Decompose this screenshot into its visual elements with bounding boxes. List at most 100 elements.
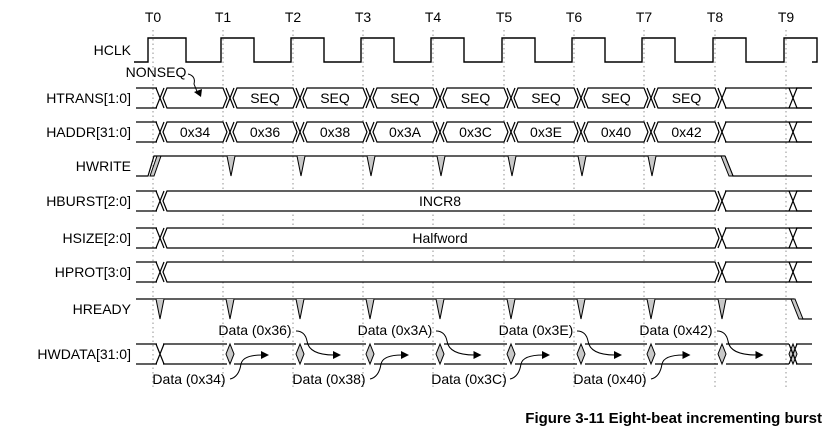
haddr-value-3: 0x3A: [389, 124, 422, 140]
tick-label-T5: T5: [496, 9, 513, 25]
hwdata-cross-7: [646, 342, 656, 366]
hwrite-wave: [136, 155, 812, 177]
hwrite-dip-3: [366, 155, 376, 177]
hprot-tail-end: [796, 261, 812, 283]
hwdata-segment-8: [726, 343, 789, 365]
hsize-cross-8: [717, 227, 727, 249]
haddr-cross-start: [155, 121, 165, 143]
hburst-wave: [136, 190, 812, 212]
hwdata-cross-start: [155, 343, 165, 365]
hwdata-top-arrow-2: [576, 330, 616, 356]
hburst-tail-end: [796, 190, 812, 212]
haddr-value-0: 0x34: [180, 124, 211, 140]
haddr-segment-1: [232, 121, 298, 143]
hready-dip-4: [435, 298, 445, 320]
htrans-value-2: SEQ: [320, 90, 350, 106]
haddr-tail-end: [796, 121, 812, 143]
hwdata-idle: [163, 343, 227, 365]
hwdata-top-arrow-0: [295, 330, 335, 356]
haddr-cross-5: [506, 121, 516, 143]
hready-dip-3: [365, 298, 375, 320]
haddr-value-4: 0x3C: [459, 124, 492, 140]
hburst-tail: [725, 190, 812, 212]
haddr-cross-6: [576, 121, 586, 143]
htrans-cross-8: [717, 87, 727, 109]
signal-label-hready: HREADY: [73, 301, 132, 317]
signal-label-hwrite: HWRITE: [76, 158, 131, 174]
hsize-left-stub: [136, 227, 157, 249]
htrans-value-4: SEQ: [461, 90, 491, 106]
tick-label-T6: T6: [566, 9, 583, 25]
htrans-segment-6: [583, 87, 649, 109]
hwdata-top-arrowhead-2: [614, 351, 622, 359]
haddr-wave: [136, 121, 812, 143]
haddr-segment-7: [653, 121, 720, 143]
hprot-cross-end: [788, 261, 798, 283]
hburst-cross-end: [788, 190, 798, 212]
haddr-cross-end: [788, 121, 798, 143]
hwdata-wave: [136, 342, 812, 366]
htrans-cross-2: [295, 87, 305, 109]
hwdata-cross-8: [717, 342, 727, 366]
hwdata-segment-6: [585, 343, 647, 365]
haddr-cross-8: [717, 121, 727, 143]
tick-label-T9: T9: [778, 9, 795, 25]
haddr-segment-0: [162, 121, 228, 143]
hready-dip-8: [717, 298, 727, 320]
hprot-wave: [136, 261, 812, 283]
htrans-value-5: SEQ: [531, 90, 561, 106]
signal-label-hprot: HPROT[3:0]: [55, 264, 131, 280]
htrans-tail: [725, 87, 812, 109]
htrans-value-1: SEQ: [250, 90, 280, 106]
hburst-value: INCR8: [419, 193, 461, 209]
hwrite-dip-5: [507, 155, 517, 177]
tick-label-T1: T1: [215, 9, 232, 25]
hwdata-segment-5: [515, 343, 577, 365]
signal-label-hburst: HBURST[2:0]: [46, 193, 131, 209]
hready-dip-1: [225, 298, 235, 320]
hwdata-cross-6: [576, 342, 586, 366]
signal-waveforms: [134, 37, 818, 366]
hwdata-bottom-arrowhead-1: [401, 351, 409, 359]
hburst-segment: [162, 190, 720, 212]
hwdata-top-arrowhead-0: [333, 351, 341, 359]
hwdata-tail-end: [796, 343, 812, 365]
hwdata-top-label-3: Data (0x42): [639, 322, 712, 338]
nonseq-arrowhead: [194, 89, 202, 97]
hwrite-dip-1: [226, 155, 236, 177]
hsize-value: Halfword: [412, 230, 467, 246]
htrans-segment-5: [513, 87, 579, 109]
tick-label-T4: T4: [425, 9, 442, 25]
haddr-segment-4: [442, 121, 509, 143]
haddr-cross-4: [435, 121, 445, 143]
hready-dip-7: [646, 298, 656, 320]
signal-label-hclk: HCLK: [94, 42, 132, 58]
htrans-cross-end: [788, 87, 798, 109]
haddr-value-7: 0x42: [671, 124, 702, 140]
hready-wave: [136, 298, 812, 320]
hprot-tail: [725, 261, 812, 283]
htrans-cross-4: [435, 87, 445, 109]
hwdata-bottom-label-1: Data (0x38): [292, 371, 365, 387]
hwrite-fall: [724, 155, 812, 177]
hwdata-segment-2: [304, 343, 366, 365]
haddr-value-6: 0x40: [601, 124, 632, 140]
hready-dip-5: [506, 298, 516, 320]
hprot-left-stub: [136, 261, 157, 283]
hwdata-bottom-label-0: Data (0x34): [152, 371, 225, 387]
htrans-cross-7: [646, 87, 656, 109]
hsize-cross-start: [155, 227, 165, 249]
hwdata-bottom-label-2: Data (0x3C): [431, 371, 506, 387]
htrans-value-7: SEQ: [672, 90, 702, 106]
hwdata-left-stub: [136, 343, 157, 365]
htrans-cross-5: [506, 87, 516, 109]
hready-dip-2: [295, 298, 305, 320]
hready-dip-6: [576, 298, 586, 320]
htrans-tail-end: [796, 87, 812, 109]
hwdata-bottom-arrowhead-2: [542, 351, 550, 359]
hwdata-bottom-arrow-1: [369, 354, 403, 380]
hwdata-cross-end: [788, 343, 798, 365]
hwrite-rise-shade: [149, 155, 162, 177]
hwdata-top-label-1: Data (0x3A): [358, 322, 433, 338]
